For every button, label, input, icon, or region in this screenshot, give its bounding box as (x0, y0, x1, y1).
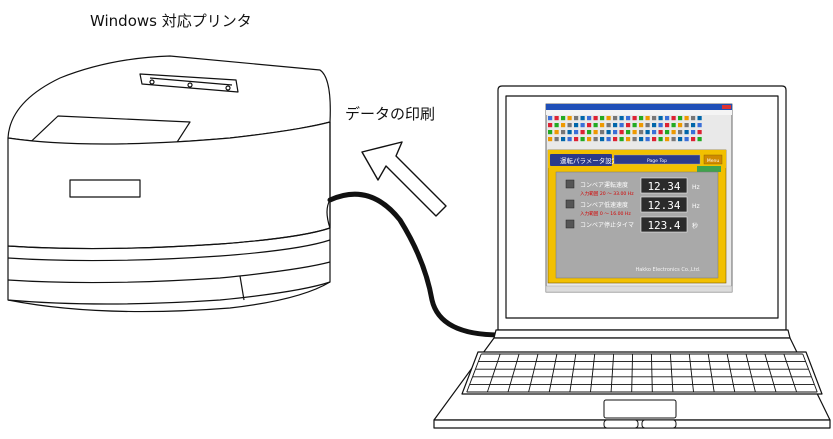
row-sub: 入力範囲 20 〜 33.00 Hz (580, 190, 634, 197)
param-row: コンベア運転速度 入力範囲 20 〜 33.00 Hz 12.34 Hz (565, 177, 700, 197)
param-row: コンベア停止タイマ 123.4 秒 (565, 216, 698, 233)
panel-title: 運転パラメータ設定 (560, 156, 619, 165)
row-label: コンベア運転速度 (580, 181, 628, 189)
printer-illustration (7, 55, 331, 313)
usb-cable (327, 191, 503, 338)
row-sub: 入力範囲 0 〜 16.00 Hz (580, 210, 631, 217)
param-row: コンベア低速速度 入力範囲 0 〜 16.00 Hz 12.34 Hz (565, 196, 700, 217)
row-value[interactable]: 123.4 (647, 219, 680, 232)
print-data-arrow (361, 141, 447, 217)
panel-menu-tag[interactable]: Menu (707, 158, 720, 164)
keyboard (466, 353, 818, 393)
panel-page-button[interactable]: Page Top (647, 158, 667, 164)
laptop-screen: 運転パラメータ設定 Page Top Menu コンベア運転速度 入力範囲 20… (545, 103, 733, 293)
arrow-label: データの印刷 (345, 105, 436, 123)
row-value[interactable]: 12.34 (647, 199, 680, 212)
row-unit: 秒 (692, 222, 698, 230)
row-label: コンベア低速速度 (580, 201, 628, 209)
row-label: コンベア停止タイマ (580, 221, 634, 229)
screen-footer: Hakko Electronics Co.,Ltd. (635, 267, 700, 273)
touchpad (603, 399, 677, 429)
diagram-title: Windows 対応プリンタ (90, 12, 252, 30)
row-value[interactable]: 12.34 (647, 180, 680, 193)
row-unit: Hz (692, 184, 700, 191)
row-unit: Hz (692, 203, 700, 210)
